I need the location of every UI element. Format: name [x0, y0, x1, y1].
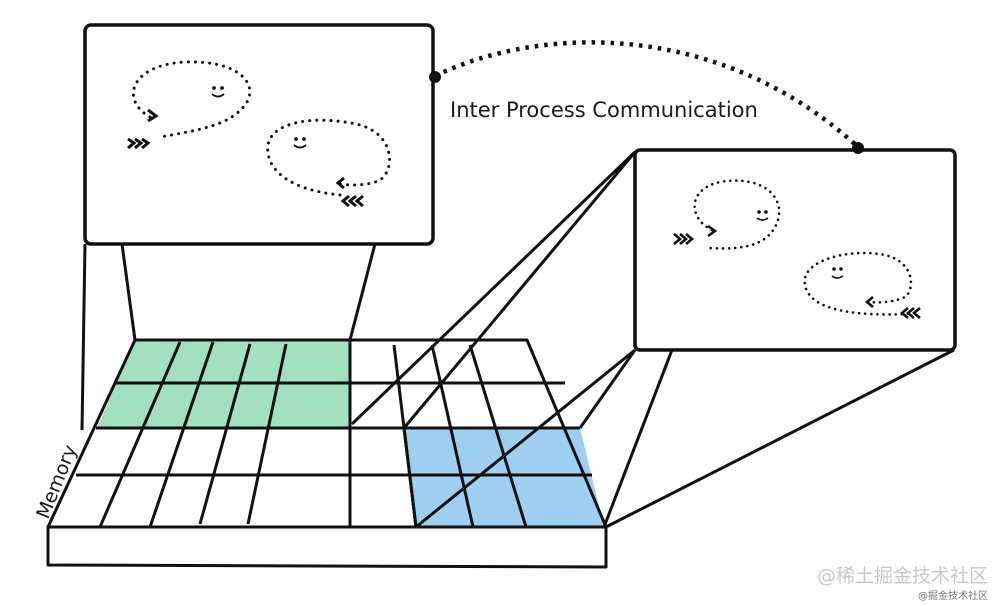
projection-edge: [80, 243, 87, 431]
projection-process-b: [350, 150, 955, 529]
grid-col-line: [246, 343, 288, 525]
memory-region-process-b: [404, 428, 604, 527]
grid-col-line: [430, 344, 475, 528]
watermark-main: @稀土掘金技术社区: [816, 565, 988, 587]
watermark-small: @掘金技术社区: [918, 591, 988, 602]
triple-chevron-icon: [673, 233, 695, 245]
grid-col-line: [98, 341, 182, 528]
smiley-icon: [831, 267, 844, 279]
triple-chevron-icon: [127, 137, 151, 150]
connector-endpoint: [429, 71, 441, 83]
thread-loop: [693, 179, 781, 250]
arrow-head-icon: [864, 296, 874, 308]
projection-process-a: [80, 243, 377, 431]
grid-col-line: [148, 341, 215, 528]
arrow-head-icon: [147, 108, 159, 123]
process-b-box: [633, 148, 957, 352]
process-a-box: [83, 23, 435, 246]
triple-chevron-icon: [340, 194, 364, 208]
arrow-head-icon: [335, 176, 345, 190]
grid-col-line: [198, 343, 252, 525]
thread-loop: [266, 118, 392, 197]
smiley-icon: [756, 210, 769, 221]
thread-loop: [803, 251, 913, 316]
thread-loop: [132, 60, 252, 139]
grid-col-line: [402, 427, 418, 528]
grid-col-line: [468, 344, 528, 528]
smiley-icon: [211, 86, 225, 98]
memory-label: Memory: [32, 442, 81, 522]
arrow-head-icon: [707, 224, 718, 238]
triple-chevron-icon: [899, 307, 921, 319]
connector-endpoint: [852, 142, 864, 154]
ipc-connector: [429, 40, 864, 154]
smiley-icon: [293, 137, 307, 149]
ipc-label: Inter Process Communication: [450, 98, 758, 122]
memory-slab-front: [46, 525, 608, 569]
memory-block: [46, 338, 608, 569]
